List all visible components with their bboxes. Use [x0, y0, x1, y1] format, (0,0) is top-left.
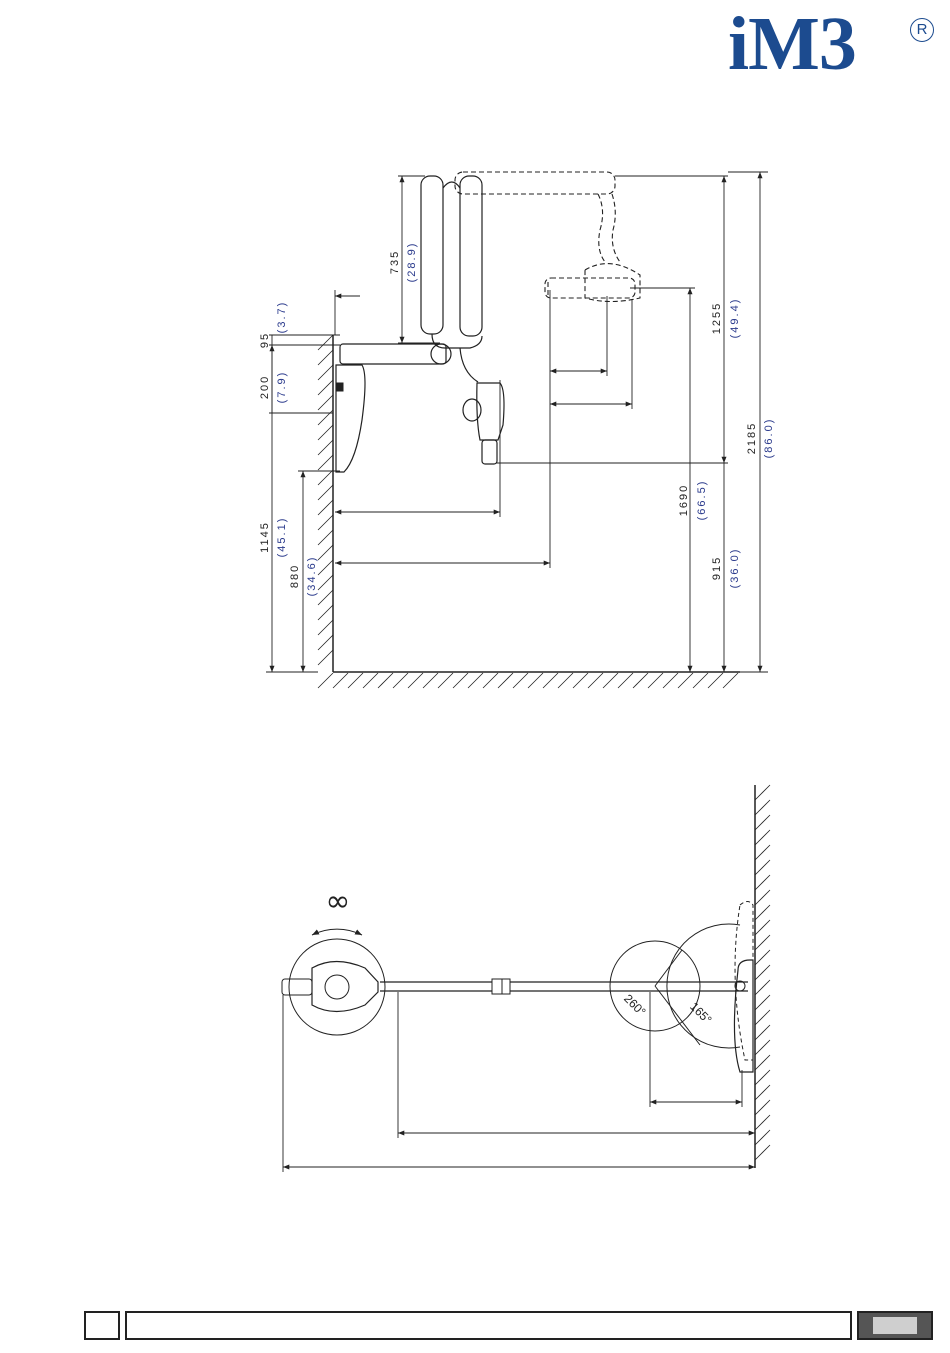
dim-735-in: (28.9) — [406, 242, 418, 283]
infinity-symbol: ∞ — [326, 884, 351, 919]
head-rotation-arc — [312, 929, 362, 935]
angle-ray-2 — [655, 986, 700, 1045]
dim-2185: 2185 — [746, 422, 758, 454]
cone — [482, 440, 497, 464]
top-view — [282, 785, 770, 1172]
dim-915: 915 — [711, 556, 723, 580]
dim-1255: 1255 — [711, 302, 723, 334]
wall-hatch — [318, 335, 333, 665]
dim-1690-in: (66.5) — [696, 480, 708, 521]
angle-ray-1 — [655, 950, 682, 986]
footer-page-box — [84, 1311, 120, 1340]
dim-880-in: (34.6) — [306, 556, 318, 597]
footer-tab — [857, 1311, 933, 1340]
top-tubehead-knob — [325, 975, 349, 999]
pantograph-arm-2 — [460, 176, 482, 336]
mount-rotation-arc — [667, 924, 740, 1048]
arm-joint-segment — [492, 979, 510, 994]
top-mount-dashed — [735, 902, 753, 1061]
dim-735: 735 — [389, 250, 401, 274]
top-tubehead — [312, 962, 378, 1012]
dim-915-in: (36.0) — [729, 548, 741, 589]
dim-95-in: (3.7) — [276, 301, 288, 334]
footer-title-box — [125, 1311, 852, 1340]
top-dimension-lines — [283, 992, 755, 1172]
angle-260: 260° — [621, 991, 649, 1019]
dim-95: 95 — [259, 332, 271, 348]
top-view-labels: ∞ 260° 165° — [326, 884, 715, 1027]
dim-200-in: (7.9) — [276, 371, 288, 404]
dimension-lines — [266, 172, 768, 672]
head-rotation-circle — [289, 939, 385, 1035]
dim-880: 880 — [289, 564, 301, 588]
horizontal-arm — [340, 344, 446, 364]
top-wall-hatch — [755, 785, 770, 1160]
tubehead-knob — [463, 399, 481, 421]
dim-1145: 1145 — [259, 521, 271, 553]
dim-200: 200 — [259, 375, 271, 399]
side-view — [266, 172, 768, 688]
angle-165: 165° — [687, 999, 715, 1027]
extended-position — [455, 172, 640, 302]
dim-1145-in: (45.1) — [276, 517, 288, 558]
wall-mount-switch — [337, 383, 343, 391]
top-cone — [282, 979, 312, 995]
pantograph-arm-1 — [421, 176, 443, 334]
dim-1255-in: (49.4) — [729, 298, 741, 339]
pantograph-joint-upper — [443, 182, 460, 188]
floor-hatch — [318, 673, 738, 688]
wall-mount-housing — [336, 365, 365, 472]
tube-yoke — [460, 348, 478, 382]
dim-1690: 1690 — [678, 484, 690, 516]
dim-2185-in: (86.0) — [763, 418, 775, 459]
